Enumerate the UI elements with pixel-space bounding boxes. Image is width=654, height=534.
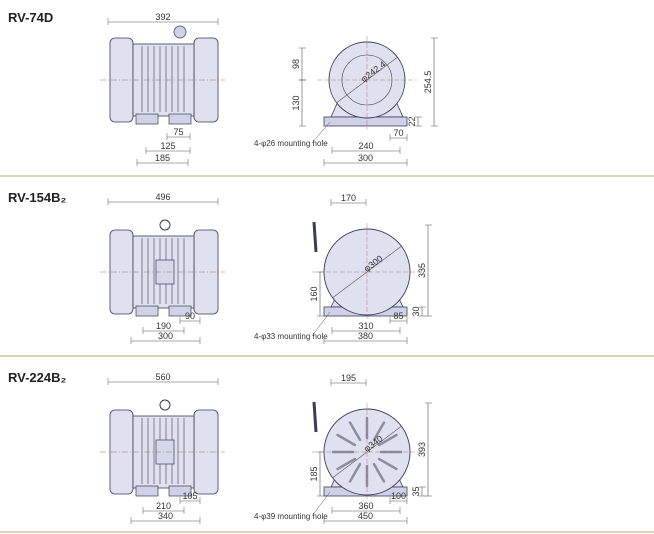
mounting-hole-label: 4-φ33 mounting hole xyxy=(254,332,328,341)
cooling-slot xyxy=(377,433,398,447)
base-center-dim-label: 360 xyxy=(358,501,373,511)
cooling-slot xyxy=(372,421,386,442)
mounting-hole-label: 4-φ39 mounting hole xyxy=(254,512,328,521)
model-title: RV-154B₂ xyxy=(8,190,67,205)
side-view: 392 75 125 185 xyxy=(100,12,225,166)
foot-center-dim-label: 190 xyxy=(156,321,171,331)
cable-gland-icon xyxy=(173,25,187,39)
cooling-slot xyxy=(336,433,357,447)
upper-height-dim-label: 98 xyxy=(291,59,301,69)
mounting-foot xyxy=(168,113,192,125)
foot-inner-dim-label: 105 xyxy=(182,491,197,501)
base-width-dim-label: 450 xyxy=(358,511,373,521)
foot-inner-dim-label: 90 xyxy=(185,311,195,321)
overall-length-dim-label: 392 xyxy=(155,12,170,22)
cooling-slot xyxy=(348,462,362,483)
overall-length-dim-label: 560 xyxy=(155,372,170,382)
leader-line xyxy=(311,491,331,517)
foot-outer-dim-label: 340 xyxy=(158,511,173,521)
cooling-slot xyxy=(377,457,398,471)
foot-width-dim-label: 100 xyxy=(391,491,406,501)
mounting-foot xyxy=(135,305,159,317)
total-height-dim-label: 254.5 xyxy=(423,71,433,94)
leader-line xyxy=(311,311,331,337)
total-height-dim-label: 393 xyxy=(417,442,427,457)
mounting-foot xyxy=(135,485,159,497)
top-offset-dim-label: 170 xyxy=(341,193,356,203)
foot-inner-dim-label: 75 xyxy=(173,127,183,137)
lifting-eye-icon xyxy=(159,219,171,231)
mounting-foot xyxy=(168,485,192,497)
mounting-foot xyxy=(135,113,159,125)
model-title: RV-224B₂ xyxy=(8,370,67,385)
foot-outer-dim-label: 185 xyxy=(155,153,170,163)
base-width-dim-label: 300 xyxy=(358,153,373,163)
lower-height-dim-label: 130 xyxy=(291,95,301,110)
foot-width-dim-label: 85 xyxy=(393,311,403,321)
base-thickness-dim-label: 35 xyxy=(411,486,421,496)
total-height-dim-label: 335 xyxy=(417,263,427,278)
foot-center-dim-label: 125 xyxy=(160,141,175,151)
overall-length-dim-label: 496 xyxy=(155,192,170,202)
base-thickness-dim-label: 30 xyxy=(411,306,421,316)
cable-lead xyxy=(312,221,318,253)
lower-height-dim-label: 160 xyxy=(309,286,319,301)
lower-height-dim-label: 185 xyxy=(309,466,319,481)
cable-lead xyxy=(312,401,318,433)
lifting-eye-icon xyxy=(159,399,171,411)
top-offset-dim-label: 195 xyxy=(341,373,356,383)
base-center-dim-label: 310 xyxy=(358,321,373,331)
foot-center-dim-label: 210 xyxy=(156,501,171,511)
base-width-dim-label: 380 xyxy=(358,331,373,341)
foot-outer-dim-label: 300 xyxy=(158,331,173,341)
mounting-hole-label: 4-φ26 mounting hole xyxy=(254,139,328,148)
mounting-foot xyxy=(168,305,192,317)
base-center-dim-label: 240 xyxy=(358,141,373,151)
cooling-slot xyxy=(372,462,386,483)
cooling-slot xyxy=(336,457,357,471)
cooling-slot xyxy=(348,421,362,442)
model-title: RV-74D xyxy=(8,10,53,25)
leader-line xyxy=(311,121,331,144)
base-thickness-dim-label: 22 xyxy=(407,116,417,126)
foot-width-dim-label: 70 xyxy=(393,128,403,138)
